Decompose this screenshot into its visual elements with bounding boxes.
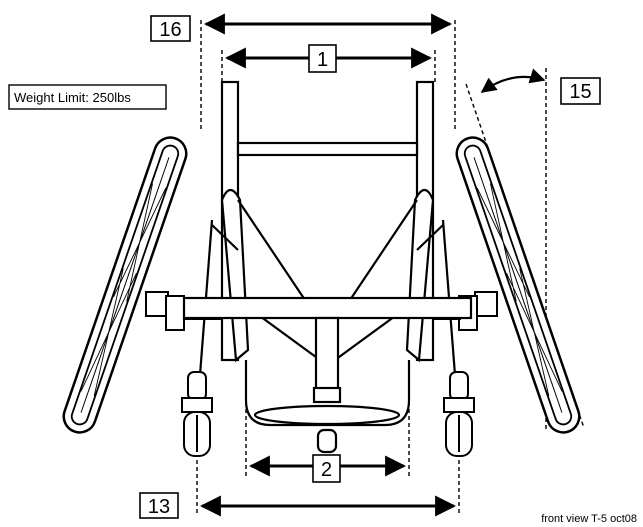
- svg-text:13: 13: [148, 496, 170, 518]
- dimension-16: 16: [150, 13, 456, 130]
- svg-text:Weight Limit: 250lbs: Weight Limit: 250lbs: [14, 90, 131, 105]
- dimension-13: 13: [139, 460, 460, 519]
- dimension-16-label: 16: [150, 15, 191, 42]
- svg-text:1: 1: [317, 49, 328, 71]
- left-wheel: [62, 136, 188, 434]
- dimension-1: 1: [221, 44, 436, 82]
- caption-text: front view T-5 oct08: [541, 513, 637, 525]
- wheelchair-frame: [182, 80, 473, 454]
- dimension-15-label: 15: [560, 77, 601, 105]
- svg-text:16: 16: [159, 19, 181, 41]
- right-caster: [443, 371, 475, 457]
- dimension-13-label: 13: [139, 492, 179, 519]
- left-caster: [181, 371, 213, 457]
- svg-text:15: 15: [569, 81, 591, 103]
- dimension-2-label: 2: [312, 454, 341, 483]
- weight-limit-box: Weight Limit: 250lbs: [8, 84, 167, 110]
- svg-text:2: 2: [321, 459, 332, 481]
- right-wheel: [455, 136, 581, 434]
- dimension-2: 2: [245, 360, 410, 483]
- dimension-1-label: 1: [308, 44, 337, 73]
